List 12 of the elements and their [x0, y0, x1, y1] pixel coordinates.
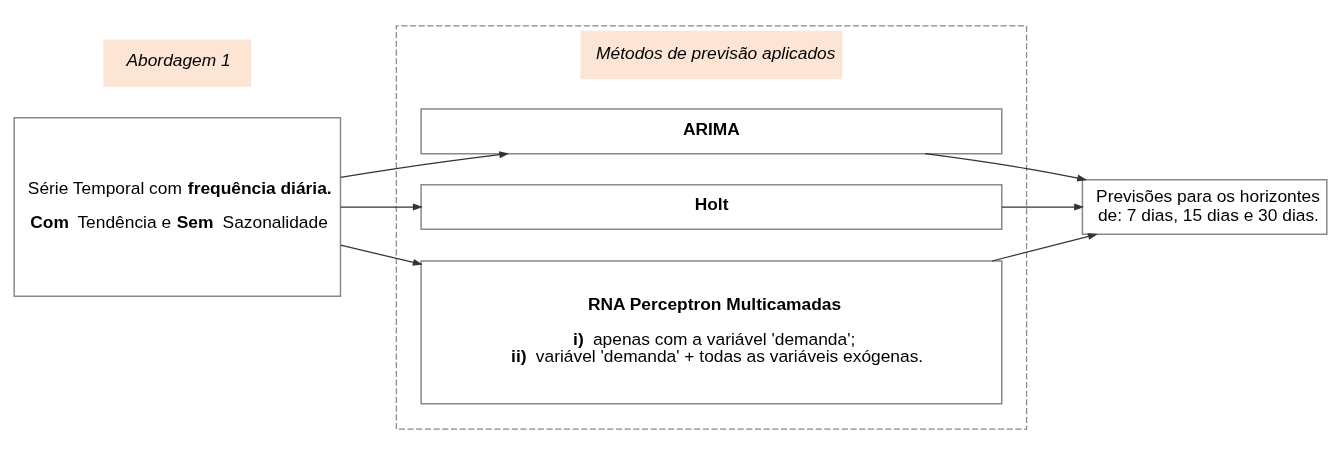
- arrow: [1001, 203, 1085, 211]
- arrow: [924, 153, 1088, 182]
- arrow: [340, 203, 423, 211]
- arrow: [991, 233, 1098, 262]
- node-box: Holt: [420, 183, 1003, 231]
- node-box: ARIMA: [420, 108, 1003, 155]
- arrow: [340, 244, 423, 266]
- arrow: [340, 151, 510, 178]
- node-box: Abordagem 1: [103, 39, 252, 87]
- node-box: Série Temporal com frequência diária. Com Tendência e Sem Sazonalidade: [13, 116, 342, 298]
- node-box: RNA Perceptron Multicamadas i) apenas com a variável 'demanda'; ii) variável 'demanda' + todas as variáveis exógenas.: [420, 260, 1003, 405]
- node-box: Previsões para os horizontes de: 7 dias, 15 dias e 30 dias.: [1081, 179, 1328, 236]
